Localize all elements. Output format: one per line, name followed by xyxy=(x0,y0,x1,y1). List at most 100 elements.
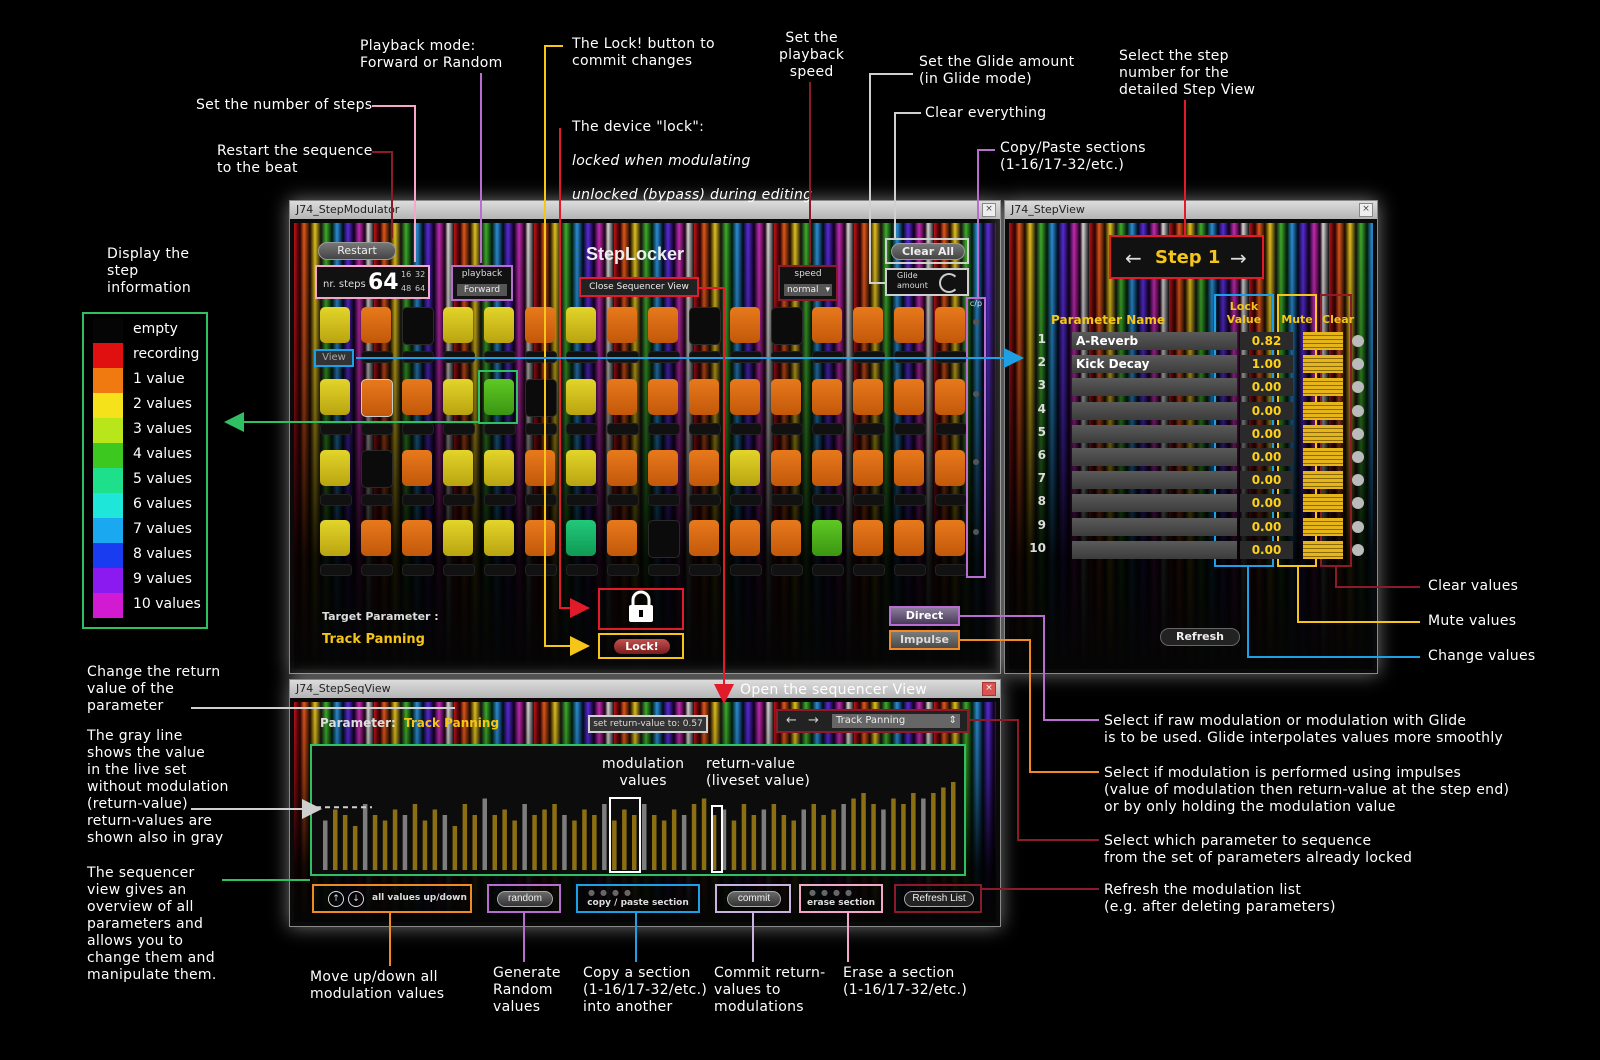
step-pad[interactable] xyxy=(894,307,924,343)
close-icon[interactable]: × xyxy=(982,203,996,217)
modulation-bar[interactable] xyxy=(681,815,687,870)
step-pad[interactable] xyxy=(607,450,637,486)
modulation-bar[interactable] xyxy=(871,804,876,870)
step-pad[interactable] xyxy=(935,520,965,556)
step-subpad[interactable] xyxy=(935,423,967,435)
step-pad[interactable] xyxy=(689,307,721,345)
step-subpad[interactable] xyxy=(730,494,762,506)
close-icon[interactable]: × xyxy=(1359,203,1373,217)
direct-button[interactable]: Direct xyxy=(889,606,960,626)
step-subpad[interactable] xyxy=(361,564,393,576)
modulation-bar[interactable] xyxy=(333,809,338,871)
close-icon[interactable]: × xyxy=(982,682,996,696)
modulation-bar[interactable] xyxy=(652,815,657,870)
mute-toggle[interactable] xyxy=(1303,517,1343,536)
modulation-bar[interactable] xyxy=(562,815,567,870)
mute-toggle[interactable] xyxy=(1303,401,1343,420)
modulation-bar[interactable] xyxy=(492,815,498,870)
modulation-bar[interactable] xyxy=(372,815,378,870)
modulation-bar[interactable] xyxy=(432,809,438,871)
step-pad[interactable] xyxy=(689,379,719,415)
modulation-bar[interactable] xyxy=(911,793,916,870)
modulation-bar[interactable] xyxy=(412,804,418,870)
arrow-left-icon[interactable]: ← xyxy=(1125,246,1142,270)
modulation-bar[interactable] xyxy=(532,815,537,870)
arrow-right-icon[interactable]: → xyxy=(808,713,819,728)
step-subpad[interactable] xyxy=(894,564,926,576)
step-pad[interactable] xyxy=(771,307,803,345)
mute-toggle[interactable] xyxy=(1303,332,1343,350)
modulation-bar[interactable] xyxy=(632,815,637,870)
step-subpad[interactable] xyxy=(443,351,475,363)
modulation-bar[interactable] xyxy=(462,804,468,870)
step-subpad[interactable] xyxy=(648,423,680,435)
step-subpad[interactable] xyxy=(484,494,516,506)
step-pad[interactable] xyxy=(689,450,719,486)
step-subpad[interactable] xyxy=(812,494,844,506)
step-pad[interactable] xyxy=(566,520,596,556)
step-subpad[interactable] xyxy=(771,494,803,506)
glide-knob-icon[interactable] xyxy=(939,273,959,293)
modulation-bar[interactable] xyxy=(542,809,547,871)
refresh-button[interactable]: Refresh xyxy=(1160,628,1240,646)
step-subpad[interactable] xyxy=(566,351,598,363)
step-subpad[interactable] xyxy=(648,351,680,363)
commit-button[interactable]: commit xyxy=(727,891,781,907)
step-pad[interactable] xyxy=(853,307,883,343)
step-subpad[interactable] xyxy=(689,564,721,576)
arrow-left-icon[interactable]: ← xyxy=(786,713,797,728)
step-pad[interactable] xyxy=(525,379,557,417)
step-pad[interactable] xyxy=(607,379,637,415)
lock-value-field[interactable]: 0.00 xyxy=(1240,401,1293,420)
nr-steps-option[interactable]: 32 xyxy=(415,270,426,279)
step-subpad[interactable] xyxy=(402,351,434,363)
step-pad[interactable] xyxy=(812,520,842,556)
step-subpad[interactable] xyxy=(689,423,721,435)
step-subpad[interactable] xyxy=(771,351,803,363)
modulation-bar[interactable] xyxy=(811,804,817,870)
step-pad[interactable] xyxy=(525,450,555,486)
arrow-up-icon[interactable]: ↑ xyxy=(328,891,344,907)
lock-value-field[interactable]: 0.00 xyxy=(1240,471,1293,490)
step-pad[interactable] xyxy=(566,450,596,486)
modulation-bar[interactable] xyxy=(552,804,557,870)
step-pad[interactable] xyxy=(402,379,432,415)
step-subpad[interactable] xyxy=(771,423,803,435)
step-pad[interactable] xyxy=(853,450,883,486)
step-subpad[interactable] xyxy=(525,494,557,506)
step-subpad[interactable] xyxy=(607,423,639,435)
step-subpad[interactable] xyxy=(484,423,516,435)
lock-value-field[interactable]: 0.82 xyxy=(1240,332,1293,350)
step-pad[interactable] xyxy=(443,307,473,343)
mute-toggle[interactable] xyxy=(1303,494,1343,513)
step-subpad[interactable] xyxy=(730,351,762,363)
step-subpad[interactable] xyxy=(525,423,557,435)
lock-value-field[interactable]: 0.00 xyxy=(1240,448,1293,466)
modulation-bar[interactable] xyxy=(861,793,866,870)
step-subpad[interactable] xyxy=(320,423,352,435)
step-subpad[interactable] xyxy=(320,494,352,506)
modulation-bar[interactable] xyxy=(881,809,886,871)
step-subpad[interactable] xyxy=(894,494,926,506)
step-pad[interactable] xyxy=(935,307,965,343)
modulation-bar[interactable] xyxy=(622,809,627,871)
step-pad[interactable] xyxy=(730,307,760,343)
step-pad[interactable] xyxy=(402,307,434,345)
random-button[interactable]: random xyxy=(497,891,553,907)
step-pad[interactable] xyxy=(484,379,514,415)
step-pad[interactable] xyxy=(361,450,393,488)
step-subpad[interactable] xyxy=(812,564,844,576)
step-subpad[interactable] xyxy=(853,494,885,506)
step-subpad[interactable] xyxy=(812,351,844,363)
step-pad[interactable] xyxy=(935,379,965,415)
step-subpad[interactable] xyxy=(320,564,352,576)
modulation-bar[interactable] xyxy=(711,815,717,870)
speed-select[interactable]: normal▾ xyxy=(784,284,832,296)
modulation-bar[interactable] xyxy=(472,815,478,870)
step-pad[interactable] xyxy=(320,450,350,486)
impulse-button[interactable]: Impulse xyxy=(889,630,960,650)
close-sequencer-view-button[interactable]: Close Sequencer View xyxy=(579,277,699,297)
modulation-bar[interactable] xyxy=(602,804,607,870)
step-pad[interactable] xyxy=(648,520,680,558)
modulation-bar[interactable] xyxy=(612,820,617,871)
